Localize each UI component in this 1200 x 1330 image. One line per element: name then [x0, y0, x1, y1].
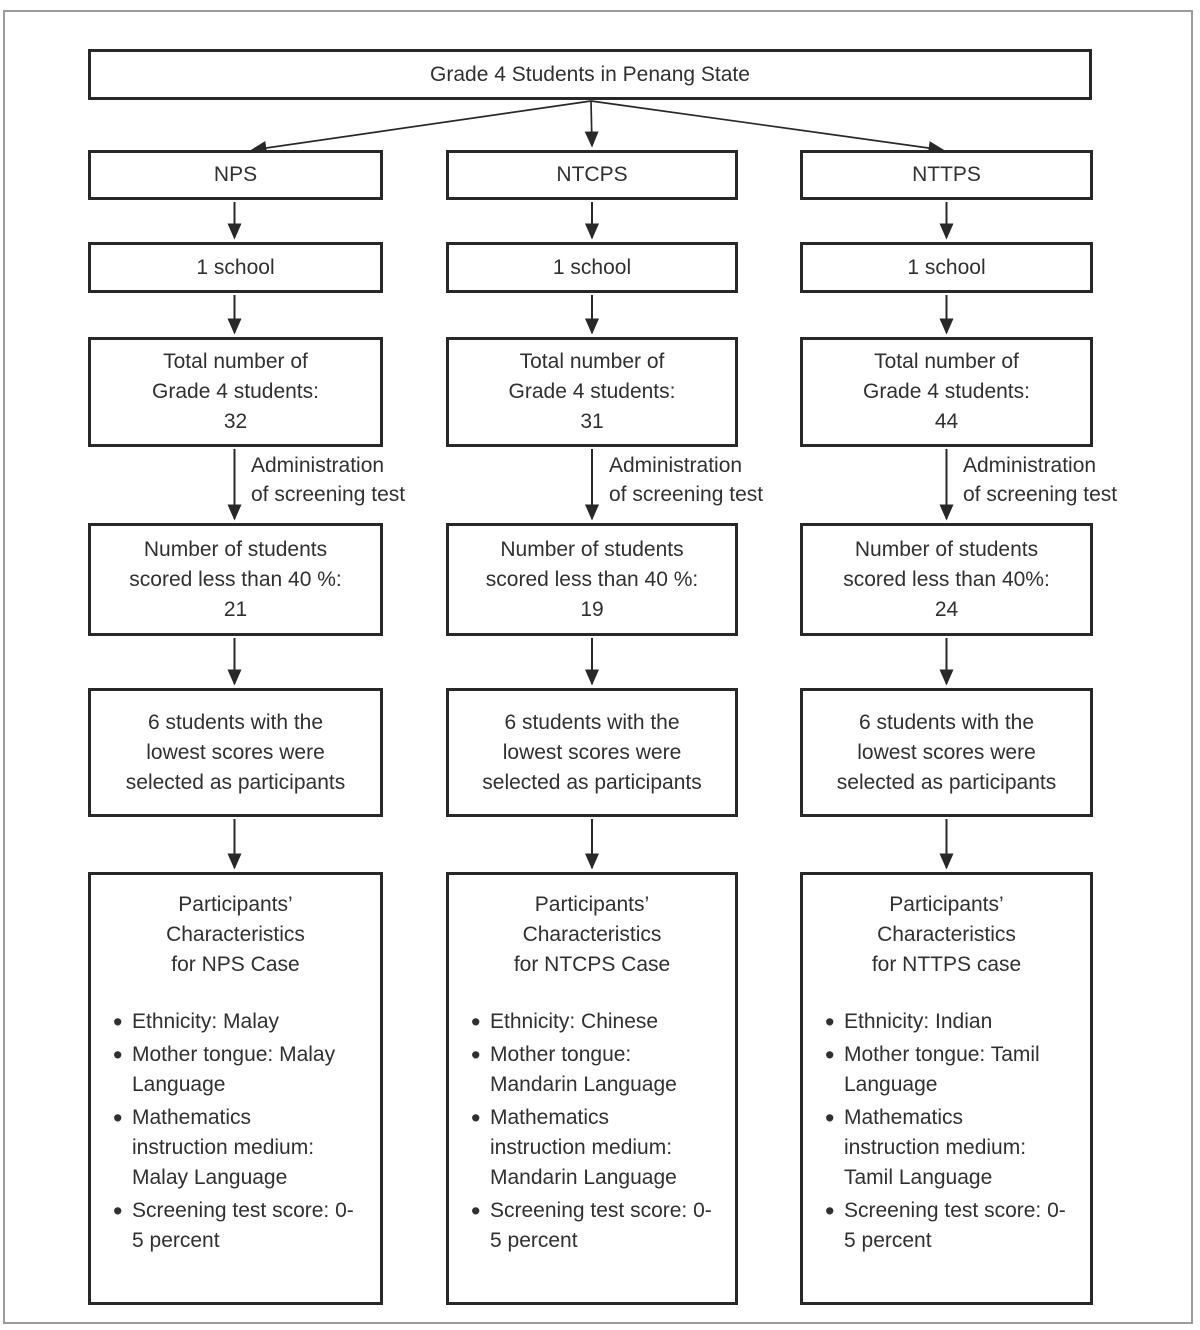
screening-test-label-nttps: Administration of screening test: [963, 454, 1118, 506]
bullet-item: Mathematics instruction medium: Malay La…: [113, 1103, 370, 1193]
scored-below-40-text: Number of students scored less than 40%:…: [843, 537, 1050, 621]
screening-test-label-ntcps: Administration of screening test: [609, 454, 764, 506]
school-type-box-nps: NPS: [88, 150, 383, 200]
scored-below-40-text: Number of students scored less than 40 %…: [485, 537, 699, 621]
bullet-item: Mother tongue: Malay Language: [113, 1040, 370, 1100]
characteristics-box-nttps: Participants’ Characteristics for NTTPS …: [800, 872, 1093, 1305]
characteristics-bullets: Ethnicity: ChineseMother tongue: Mandari…: [457, 1007, 727, 1259]
root-box: Grade 4 Students in Penang State: [88, 49, 1092, 100]
characteristics-title: Participants’ Characteristics for NTCPS …: [513, 893, 671, 976]
bullet-item: Ethnicity: Chinese: [471, 1007, 725, 1037]
selected-students-box-nttps: 6 students with the lowest scores were s…: [800, 688, 1093, 817]
characteristics-title: Participants’ Characteristics for NTTPS …: [871, 893, 1022, 976]
school-count-box-nps: 1 school: [88, 242, 383, 293]
characteristics-bullets: Ethnicity: IndianMother tongue: Tamil La…: [811, 1007, 1082, 1259]
school-count-box-nttps: 1 school: [800, 242, 1093, 293]
selected-students-box-nps: 6 students with the lowest scores were s…: [88, 688, 383, 817]
school-type-box-nttps: NTTPS: [800, 150, 1093, 200]
screening-test-label-nps: Administration of screening test: [251, 454, 406, 506]
total-students-box-ntcps: Total number of Grade 4 students: 31: [446, 337, 738, 447]
selected-students-text: 6 students with the lowest scores were s…: [836, 710, 1057, 794]
characteristics-box-nps: Participants’ Characteristics for NPS Ca…: [88, 872, 383, 1305]
school-count-label: 1 school: [196, 255, 275, 279]
scored-below-40-text: Number of students scored less than 40 %…: [129, 537, 342, 621]
root-label: Grade 4 Students in Penang State: [430, 62, 750, 86]
total-students-box-nttps: Total number of Grade 4 students: 44: [800, 337, 1093, 447]
selected-students-text: 6 students with the lowest scores were s…: [482, 710, 702, 794]
total-students-text: Total number of Grade 4 students: 32: [152, 350, 319, 433]
school-type-label: NTCPS: [556, 163, 628, 186]
characteristics-title: Participants’ Characteristics for NPS Ca…: [166, 893, 305, 976]
bullet-item: Ethnicity: Indian: [825, 1007, 1080, 1037]
school-count-label: 1 school: [552, 255, 632, 279]
school-type-label: NPS: [213, 163, 258, 186]
selected-students-box-ntcps: 6 students with the lowest scores were s…: [446, 688, 738, 817]
school-type-box-ntcps: NTCPS: [446, 150, 738, 200]
selected-students-text: 6 students with the lowest scores were s…: [125, 710, 346, 794]
total-students-text: Total number of Grade 4 students: 44: [863, 350, 1030, 433]
bullet-item: Mathematics instruction medium: Tamil La…: [825, 1103, 1080, 1193]
characteristics-box-ntcps: Participants’ Characteristics for NTCPS …: [446, 872, 738, 1305]
bullet-item: Mother tongue: Mandarin Language: [471, 1040, 725, 1100]
total-students-text: Total number of Grade 4 students: 31: [508, 350, 676, 433]
bullet-item: Screening test score: 0- 5 percent: [113, 1196, 370, 1256]
bullet-item: Screening test score: 0- 5 percent: [825, 1196, 1080, 1256]
bullet-item: Screening test score: 0- 5 percent: [471, 1196, 725, 1256]
characteristics-bullets: Ethnicity: MalayMother tongue: Malay Lan…: [99, 1007, 372, 1259]
bullet-item: Mother tongue: Tamil Language: [825, 1040, 1080, 1100]
bullet-item: Ethnicity: Malay: [113, 1007, 370, 1037]
bullet-item: Mathematics instruction medium: Mandarin…: [471, 1103, 725, 1193]
total-students-box-nps: Total number of Grade 4 students: 32: [88, 337, 383, 447]
school-count-label: 1 school: [907, 255, 986, 279]
scored-below-40-box-nttps: Number of students scored less than 40%:…: [800, 523, 1093, 636]
scored-below-40-box-nps: Number of students scored less than 40 %…: [88, 523, 383, 636]
school-count-box-ntcps: 1 school: [446, 242, 738, 293]
scored-below-40-box-ntcps: Number of students scored less than 40 %…: [446, 523, 738, 636]
school-type-label: NTTPS: [912, 163, 981, 186]
